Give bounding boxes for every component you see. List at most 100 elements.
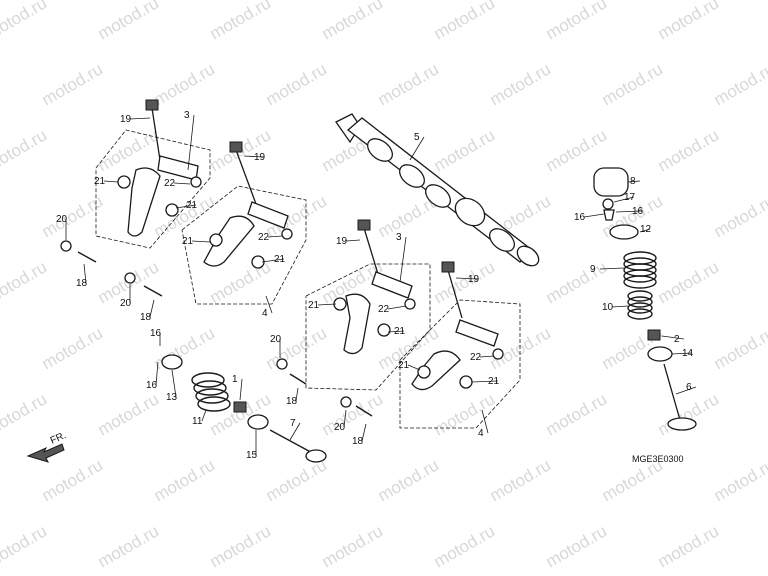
- callout-c18c: 18: [286, 396, 298, 407]
- callout-c6: 6: [686, 382, 692, 393]
- leader-line-c18c: [295, 387, 299, 402]
- leader-line-c19a: [129, 117, 151, 120]
- callout-c19a: 19: [120, 114, 132, 125]
- callout-c8: 8: [630, 176, 636, 187]
- callout-c13: 13: [166, 392, 178, 403]
- leader-line-c16d: [615, 210, 643, 213]
- watermark-text: motod.ru: [0, 125, 50, 175]
- callout-c21e: 21: [308, 300, 320, 311]
- callout-c4b: 4: [478, 428, 484, 439]
- leader-line-c9: [599, 267, 625, 270]
- watermark-text: motod.ru: [711, 455, 768, 505]
- callout-c19b: 19: [254, 152, 266, 163]
- watermark-text: motod.ru: [151, 191, 219, 241]
- callout-c21f: 21: [394, 326, 406, 337]
- watermark-text: motod.ru: [543, 521, 611, 571]
- callout-c4a: 4: [262, 308, 268, 319]
- valve-train-right: [593, 167, 697, 431]
- leader-line-c22c: [387, 305, 407, 310]
- leader-line-c1: [239, 378, 243, 401]
- watermark-text: motod.ru: [655, 0, 723, 43]
- callout-c21a: 21: [94, 176, 106, 187]
- watermark-text: motod.ru: [319, 0, 387, 43]
- watermark-text: motod.ru: [655, 257, 723, 307]
- watermark-text: motod.ru: [543, 257, 611, 307]
- leader-line-c18d: [361, 423, 367, 442]
- valve-spring-10: [627, 290, 653, 320]
- watermark-text: motod.ru: [431, 0, 499, 43]
- leader-line-c2: [661, 335, 685, 340]
- callout-c22c: 22: [378, 304, 390, 315]
- watermark-text: motod.ru: [319, 521, 387, 571]
- leader-line-c22b: [267, 235, 283, 238]
- callout-c11: 11: [192, 416, 203, 427]
- adjuster-screws: [60, 240, 373, 417]
- leader-line-c21b: [175, 204, 197, 209]
- watermark-text: motod.ru: [95, 0, 163, 43]
- rocker-arm-group-left-upper: [95, 99, 211, 249]
- leader-line-c16b: [155, 361, 159, 386]
- watermark-text: motod.ru: [319, 389, 387, 439]
- leader-line-c19d: [455, 277, 479, 280]
- leader-line-c3b: [399, 236, 407, 283]
- leader-line-c21h: [471, 380, 499, 383]
- watermark-text: motod.ru: [711, 323, 768, 373]
- leader-line-c21a: [103, 180, 119, 183]
- leader-line-c13: [171, 369, 177, 398]
- leader-line-c21c: [191, 240, 211, 243]
- watermark-text: motod.ru: [375, 455, 443, 505]
- callout-c1: 1: [232, 374, 238, 385]
- watermark-text: motod.ru: [263, 323, 331, 373]
- leader-line-c22d: [479, 355, 495, 358]
- leader-line-c14: [671, 352, 693, 355]
- watermark-text: motod.ru: [95, 125, 163, 175]
- watermark-text: motod.ru: [375, 59, 443, 109]
- watermark-text: motod.ru: [711, 59, 768, 109]
- callout-c3b: 3: [396, 232, 402, 243]
- callout-c17: 17: [624, 192, 636, 203]
- callout-c15: 15: [246, 450, 258, 461]
- callout-c19d: 19: [468, 274, 480, 285]
- diagram-code: MGE3E0300: [632, 454, 684, 464]
- watermark-text: motod.ru: [431, 257, 499, 307]
- callout-c9: 9: [590, 264, 596, 275]
- watermark-text: motod.ru: [207, 0, 275, 43]
- leader-line-c11: [201, 409, 207, 422]
- watermark-text: motod.ru: [487, 455, 555, 505]
- callout-c16a: 16: [150, 328, 162, 339]
- watermark-text: motod.ru: [431, 521, 499, 571]
- callout-c2: 2: [674, 334, 680, 345]
- watermark-text: motod.ru: [599, 59, 667, 109]
- leader-line-c20d: [343, 409, 347, 428]
- callout-c22b: 22: [258, 232, 270, 243]
- leader-line-c21g: [407, 364, 421, 371]
- rocker-arm-group-center-upper: [305, 219, 431, 391]
- callout-c20b: 20: [120, 298, 132, 309]
- callout-c22d: 22: [470, 352, 482, 363]
- watermark-text: motod.ru: [95, 389, 163, 439]
- leader-line-c22a: [173, 182, 191, 185]
- watermark-text: motod.ru: [0, 389, 50, 439]
- callout-c7: 7: [290, 418, 296, 429]
- callout-c20a: 20: [56, 214, 68, 225]
- callout-c14: 14: [682, 348, 694, 359]
- valve-spring-9: [623, 251, 657, 289]
- watermark-text: motod.ru: [431, 125, 499, 175]
- valve-spring-11: [191, 372, 231, 412]
- leader-line-c8: [627, 180, 641, 183]
- leader-line-c12: [639, 228, 651, 233]
- leader-lines: [65, 114, 697, 455]
- callout-c10: 10: [602, 302, 614, 313]
- callout-c18a: 18: [76, 278, 88, 289]
- callout-c18b: 18: [140, 312, 152, 323]
- callout-c22a: 22: [164, 178, 176, 189]
- watermark-text: motod.ru: [543, 125, 611, 175]
- callout-c3a: 3: [184, 110, 190, 121]
- rocker-arm-group-left-lower: [181, 141, 307, 305]
- callout-c12: 12: [640, 224, 652, 235]
- watermark-text: motod.ru: [207, 521, 275, 571]
- watermark-text: motod.ru: [487, 59, 555, 109]
- watermark-text: motod.ru: [263, 455, 331, 505]
- watermark-text: motod.ru: [39, 323, 107, 373]
